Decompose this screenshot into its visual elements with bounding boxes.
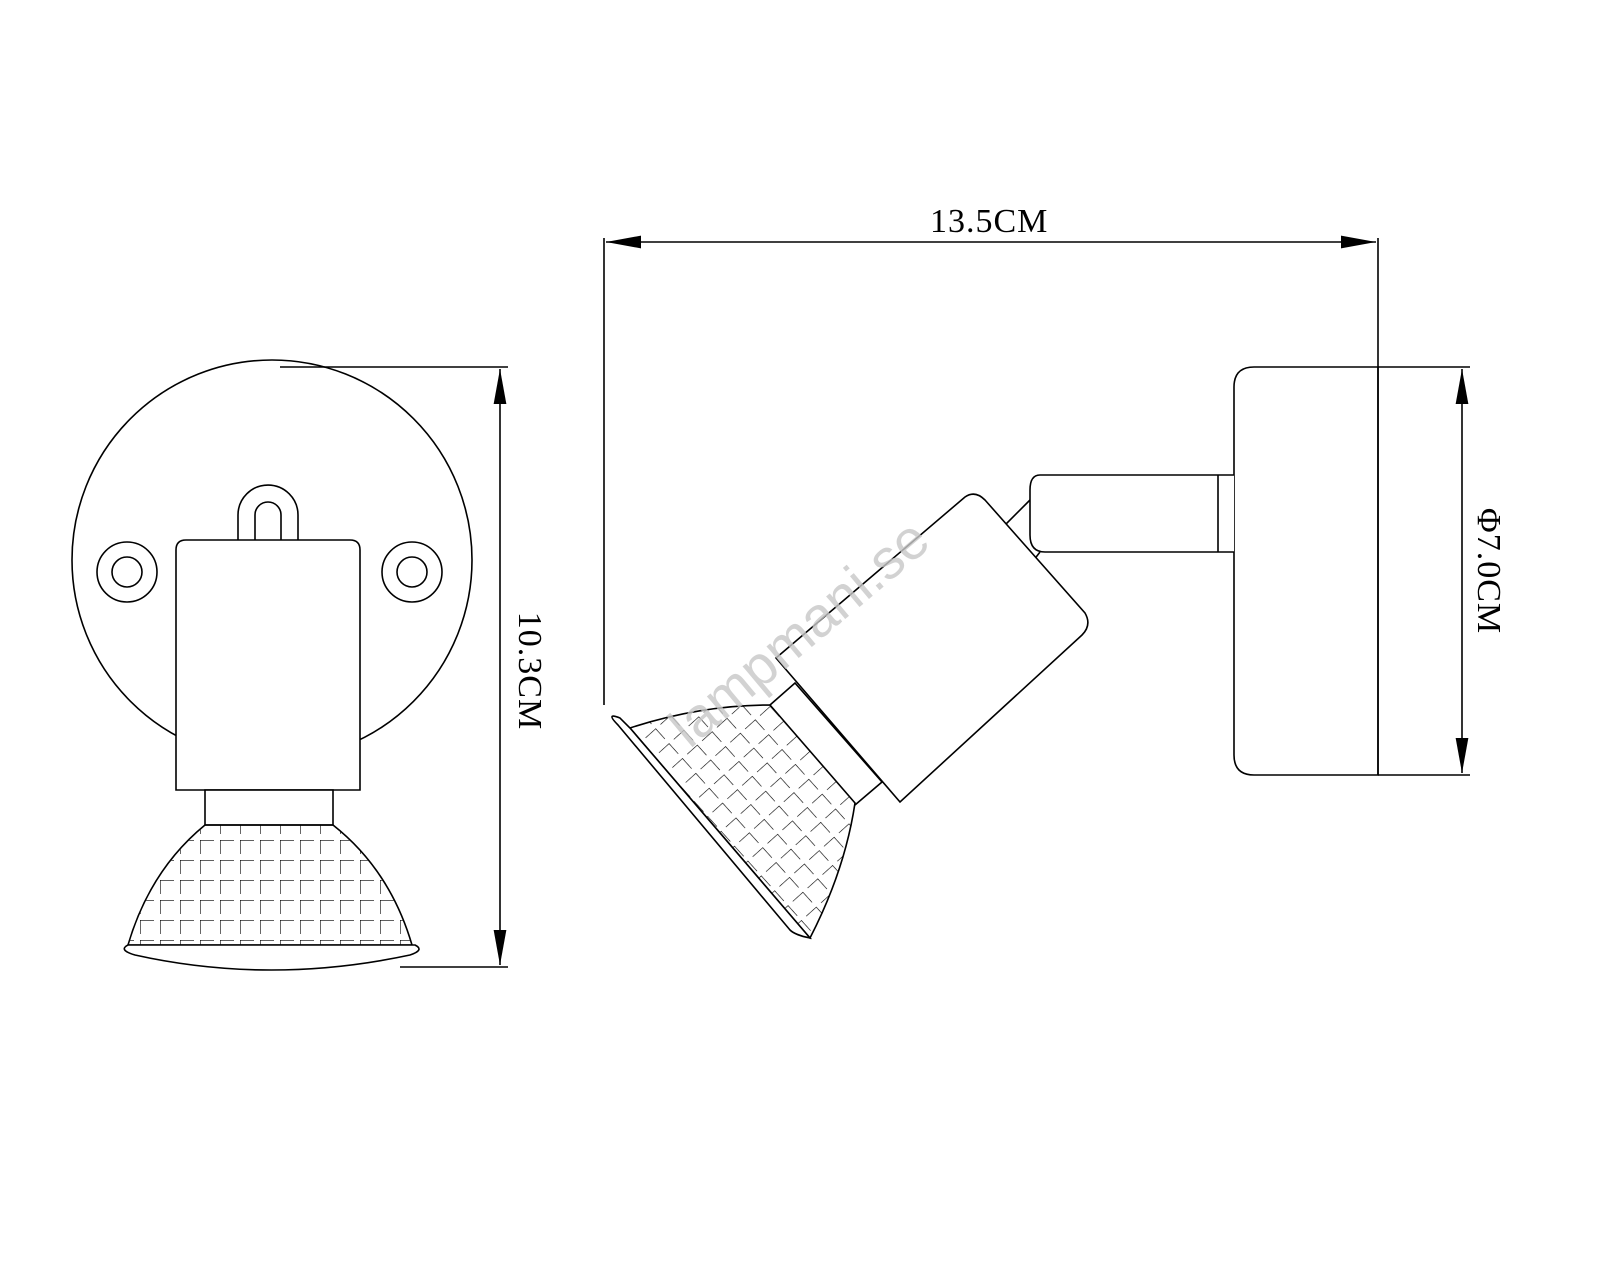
- screw-hole-right: [381, 541, 443, 603]
- front-view: [71, 359, 508, 971]
- lamp-collar: [769, 681, 884, 806]
- arm: [1029, 474, 1234, 553]
- side-reflector-rim: [611, 715, 813, 940]
- reflector-rim: [123, 944, 420, 971]
- side-view: [603, 235, 1470, 940]
- lamp-head: [774, 493, 1089, 804]
- height-label: 10.3CM: [511, 611, 549, 731]
- lamp-body: [175, 539, 361, 791]
- length-label: 13.5CM: [930, 203, 1049, 240]
- hanger-loop: [237, 484, 299, 540]
- screw-hole-left: [96, 541, 158, 603]
- lamp-neck: [204, 789, 334, 826]
- diameter-label: Φ7.0CM: [1470, 507, 1508, 635]
- reflector: [126, 824, 414, 946]
- base-plate: [1233, 366, 1379, 776]
